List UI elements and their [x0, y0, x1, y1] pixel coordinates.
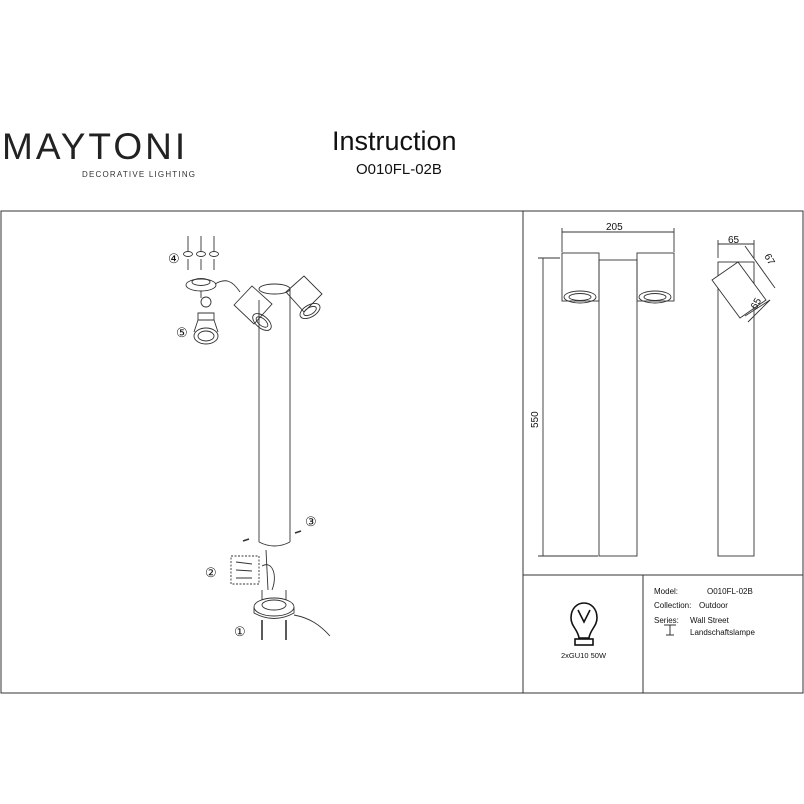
side-view — [711, 240, 776, 557]
spec-series-label: Series: — [654, 616, 679, 625]
wire-connector — [230, 549, 275, 591]
lamp-icon — [664, 624, 676, 636]
spec-model-label: Model: — [654, 587, 679, 596]
step-2-label: ② — [205, 565, 217, 580]
bulb-icon — [193, 296, 219, 345]
brand-tagline: DECORATIVE LIGHTING — [82, 170, 197, 179]
base-plate — [253, 590, 331, 640]
step-4-label: ④ — [168, 251, 180, 266]
step-3-label: ③ — [305, 514, 317, 529]
assembly-drawing — [183, 236, 331, 640]
mount-disc — [185, 278, 217, 292]
brand-logo: MAYTONI — [2, 126, 188, 168]
dim-height-label: 550 — [530, 411, 541, 428]
spec-series-value-2: Landschaftslampe — [690, 628, 755, 637]
spec-collection-value: Outdoor — [699, 601, 728, 610]
pole — [258, 283, 291, 547]
dim-side-diag-1-label: 67 — [761, 252, 776, 268]
screw-set-icon — [183, 236, 219, 270]
spot-head-right — [285, 275, 323, 320]
lightbulb-icon — [570, 602, 598, 646]
spec-collection-label: Collection: — [654, 601, 692, 610]
sheet-frame — [0, 210, 804, 694]
dim-side-top-label: 65 — [728, 235, 740, 246]
brand-name: MAYTONI — [2, 126, 189, 167]
page-title: Instruction — [332, 126, 457, 156]
spec-model-value: O010FL-02B — [707, 587, 753, 596]
bulb-spec-label: 2xGU10 50W — [561, 651, 607, 660]
step-1-label: ① — [234, 624, 246, 639]
spot-head-left — [233, 285, 273, 331]
spec-series-value-1: Wall Street — [690, 616, 729, 625]
dim-side-diag-2-label: 65 — [749, 296, 764, 312]
dim-width-label: 205 — [606, 222, 623, 233]
model-code: O010FL-02B — [356, 161, 442, 178]
front-view — [538, 228, 675, 557]
step-5-label: ⑤ — [176, 325, 188, 340]
